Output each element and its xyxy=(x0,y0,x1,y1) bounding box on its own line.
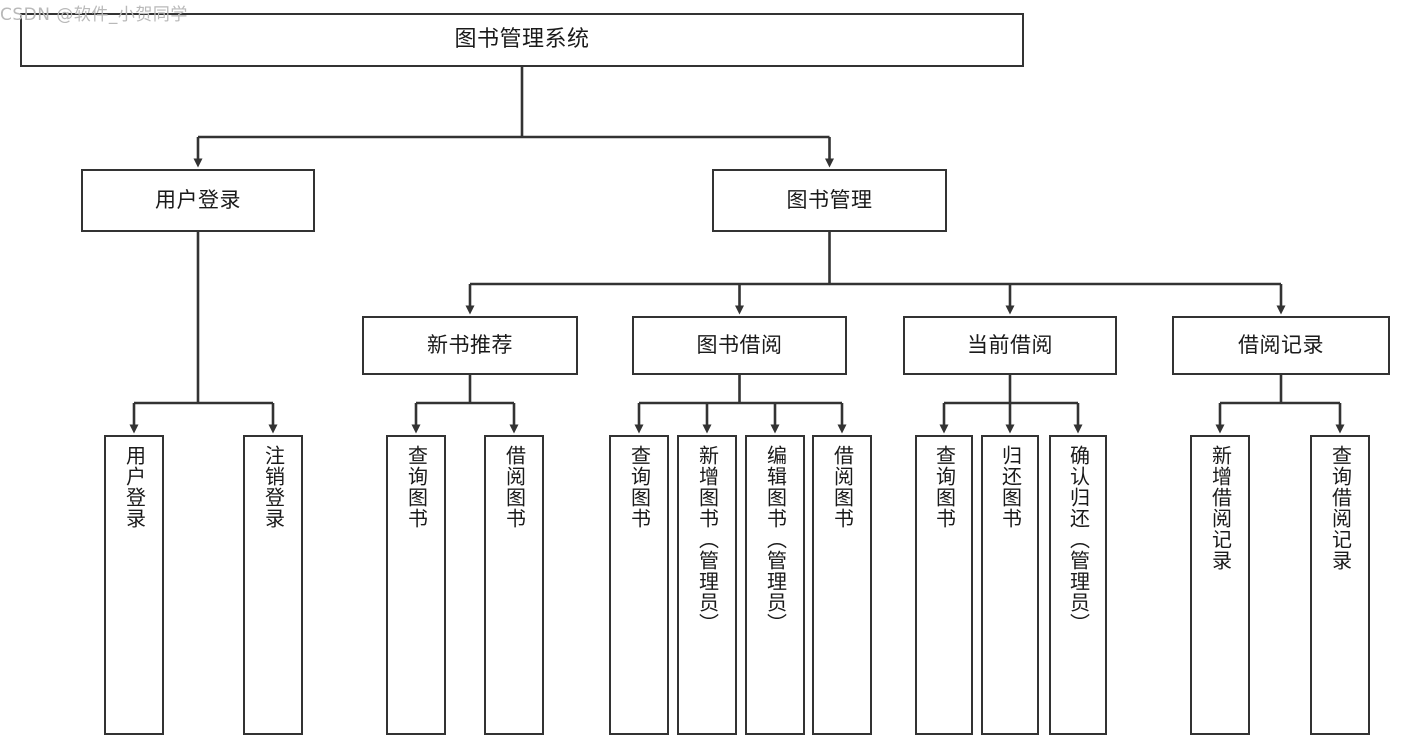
node-leaf-edit-book: 编辑图书（管理员） xyxy=(745,435,805,735)
node-label: 图书管理 xyxy=(786,187,873,212)
node-label: 借阅记录 xyxy=(1238,332,1324,357)
node-leaf-confirm-return: 确认归还（管理员） xyxy=(1049,435,1107,735)
node-leaf-return-book: 归还图书 xyxy=(981,435,1039,735)
node-label: 用户登录 xyxy=(122,445,147,529)
node-book-manage: 图书管理 xyxy=(712,169,947,232)
node-label: 查询图书 xyxy=(932,445,957,529)
node-label: 查询借阅记录 xyxy=(1328,445,1353,571)
node-label: 用户登录 xyxy=(155,187,241,212)
node-label: 借阅图书 xyxy=(830,445,855,529)
node-leaf-add-book: 新增图书（管理员） xyxy=(677,435,737,735)
node-leaf-add-record: 新增借阅记录 xyxy=(1190,435,1250,735)
node-label: 归还图书 xyxy=(998,445,1023,529)
node-leaf-query-book-3: 查询图书 xyxy=(915,435,973,735)
node-label: 当前借阅 xyxy=(967,332,1053,357)
node-current-borrow: 当前借阅 xyxy=(903,316,1117,375)
node-label: 借阅图书 xyxy=(502,445,527,529)
node-label: 图书借阅 xyxy=(696,332,783,357)
node-leaf-logout: 注销登录 xyxy=(243,435,303,735)
node-root: 图书管理系统 xyxy=(20,13,1024,67)
node-label: 确认归还（管理员） xyxy=(1066,445,1091,634)
node-book-borrow: 图书借阅 xyxy=(632,316,847,375)
node-new-book-rec: 新书推荐 xyxy=(362,316,578,375)
node-user-login: 用户登录 xyxy=(81,169,315,232)
node-leaf-borrow-book-2: 借阅图书 xyxy=(812,435,872,735)
node-leaf-user-login: 用户登录 xyxy=(104,435,164,735)
node-leaf-query-book-2: 查询图书 xyxy=(609,435,669,735)
node-label: 查询图书 xyxy=(627,445,652,529)
node-label: 新书推荐 xyxy=(427,332,513,357)
node-label: 图书管理系统 xyxy=(454,26,590,52)
node-label: 查询图书 xyxy=(404,445,429,529)
csdn-watermark: CSDN @软件_小贺同学 xyxy=(0,5,188,25)
node-leaf-query-book-1: 查询图书 xyxy=(386,435,446,735)
node-leaf-query-record: 查询借阅记录 xyxy=(1310,435,1370,735)
node-label: 新增借阅记录 xyxy=(1208,445,1233,571)
node-label: 新增图书（管理员） xyxy=(695,445,720,634)
node-label: 编辑图书（管理员） xyxy=(763,445,788,634)
node-leaf-borrow-book-1: 借阅图书 xyxy=(484,435,544,735)
node-borrow-record: 借阅记录 xyxy=(1172,316,1390,375)
node-label: 注销登录 xyxy=(261,445,286,529)
